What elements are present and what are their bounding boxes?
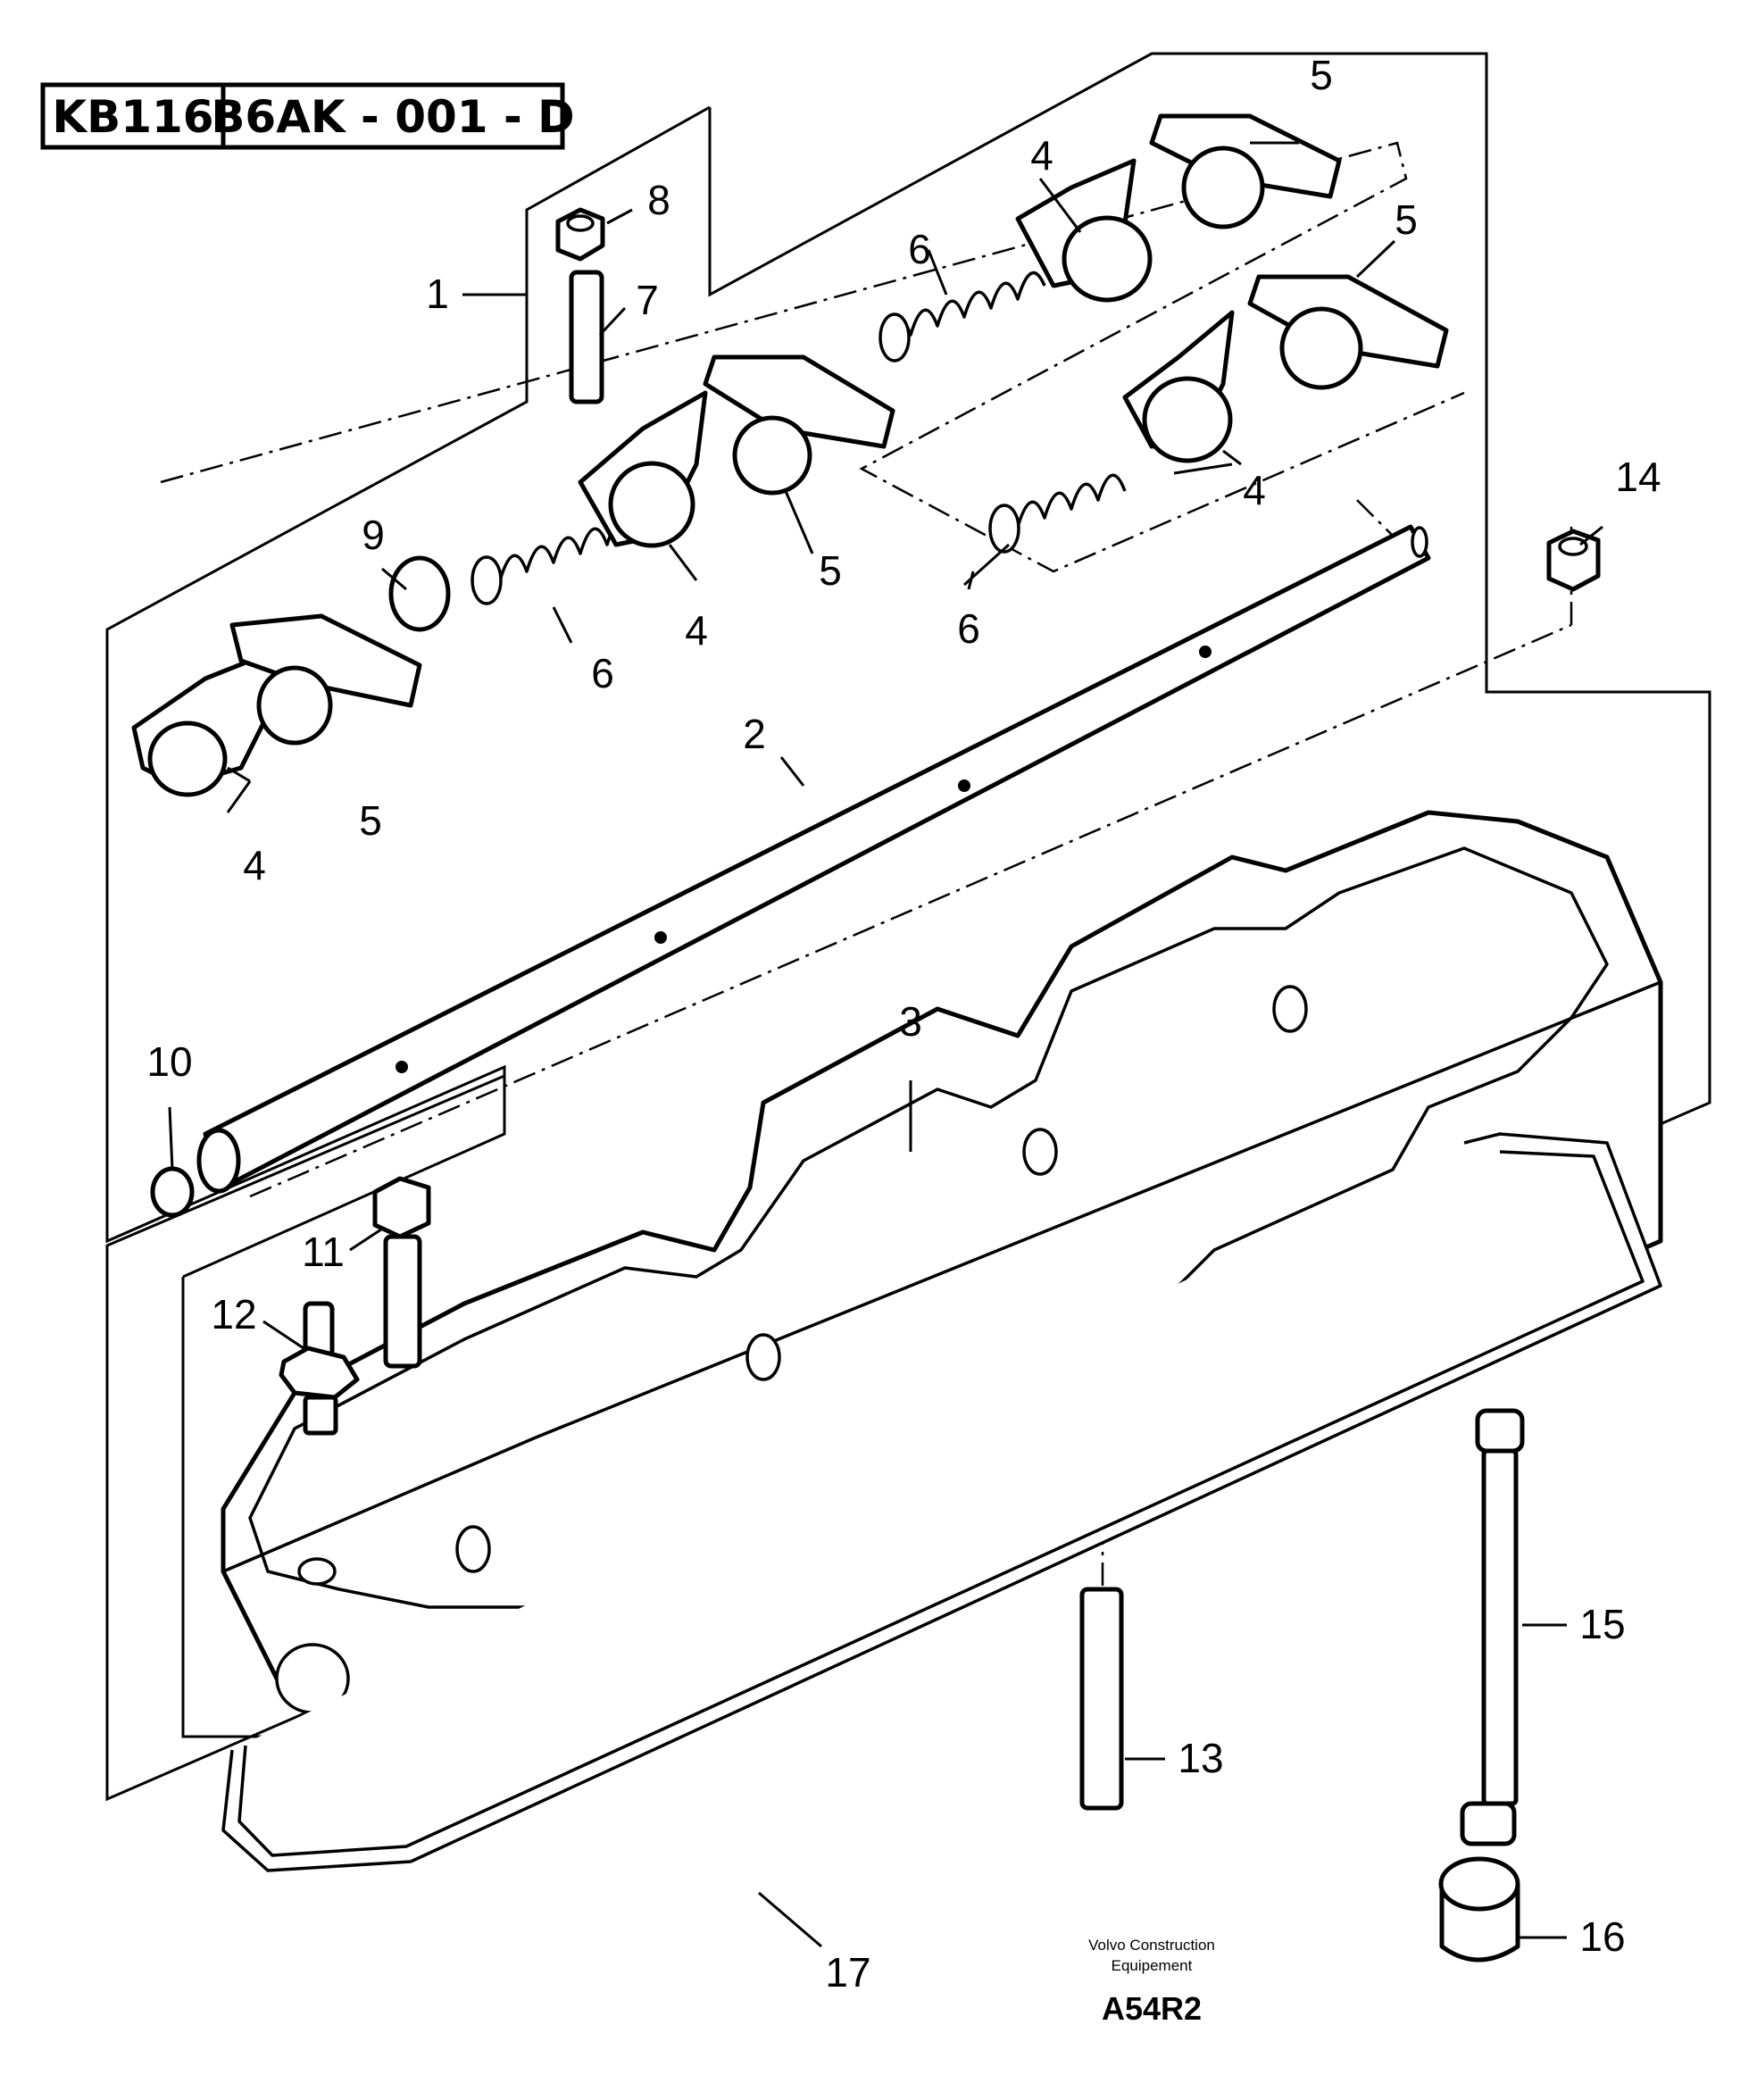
callout-2: 2 — [743, 711, 766, 757]
spring-1 — [470, 518, 636, 605]
rocker-arm-2 — [578, 354, 895, 548]
callout-6c: 6 — [957, 605, 980, 652]
callout-10: 10 — [146, 1038, 192, 1085]
callout-17: 17 — [825, 1949, 870, 1996]
spring-3 — [988, 473, 1127, 554]
callout-labels: 1 2 3 4 4 4 4 5 5 5 5 6 6 6 7 8 9 10 11 … — [146, 52, 1661, 1996]
callout-6a: 6 — [591, 650, 614, 696]
footer-company-line2: Equipement — [1112, 1957, 1193, 1974]
assembly-outline-rocker — [105, 52, 1711, 1802]
callout-4a: 4 — [243, 842, 266, 888]
callout-8: 8 — [647, 177, 670, 223]
fitting-12 — [279, 1301, 360, 1436]
title-block: KB116 B6AK - 001 - D — [40, 82, 575, 150]
thrust-washer — [388, 555, 451, 632]
callout-5b: 5 — [819, 547, 842, 594]
callout-1: 1 — [426, 271, 449, 317]
footer-company-line1: Volvo Construction — [1088, 1937, 1215, 1954]
footer-drawing-code: A54R2 — [1102, 1990, 1202, 2027]
nut-8 — [555, 207, 605, 262]
title-code-left: KB116 — [52, 91, 213, 143]
callout-4b: 4 — [685, 607, 708, 654]
callout-5a: 5 — [359, 797, 382, 844]
nut-14 — [1546, 529, 1601, 592]
callout-9: 9 — [362, 512, 385, 558]
rocker-arm-4 — [1122, 274, 1449, 463]
callout-6b: 6 — [908, 226, 931, 272]
sleeve-16 — [1438, 1856, 1520, 1962]
callout-4d: 4 — [1243, 467, 1266, 513]
callout-7: 7 — [636, 277, 659, 323]
callout-13: 13 — [1178, 1735, 1223, 1781]
retaining-ring — [150, 1166, 195, 1218]
title-code-right: B6AK - 001 - D — [211, 91, 574, 143]
callout-15: 15 — [1579, 1601, 1625, 1647]
callout-5c: 5 — [1310, 52, 1333, 98]
assembly-outline-bolts — [182, 1076, 506, 1279]
callout-5d: 5 — [1395, 196, 1418, 243]
rocker-shaft — [196, 524, 1431, 1194]
rocker-arm-3 — [1015, 113, 1342, 303]
push-rod-15 — [1460, 1408, 1525, 1846]
leader-lines — [168, 141, 1603, 1948]
stud-13 — [1079, 1587, 1124, 1811]
callout-11: 11 — [302, 1229, 345, 1275]
stud-7 — [569, 270, 604, 404]
valve-cover — [221, 810, 1663, 1745]
callout-4c: 4 — [1030, 132, 1053, 179]
callout-3: 3 — [899, 998, 922, 1045]
spring-2 — [878, 271, 1046, 362]
rocker-arm-1 — [131, 613, 422, 797]
gasket — [221, 1132, 1662, 1872]
callout-16: 16 — [1579, 1913, 1625, 1960]
callout-12: 12 — [211, 1291, 256, 1338]
bolt-11 — [372, 1176, 431, 1369]
footer: Volvo Construction Equipement A54R2 — [1088, 1937, 1215, 2027]
callout-14: 14 — [1615, 454, 1661, 500]
